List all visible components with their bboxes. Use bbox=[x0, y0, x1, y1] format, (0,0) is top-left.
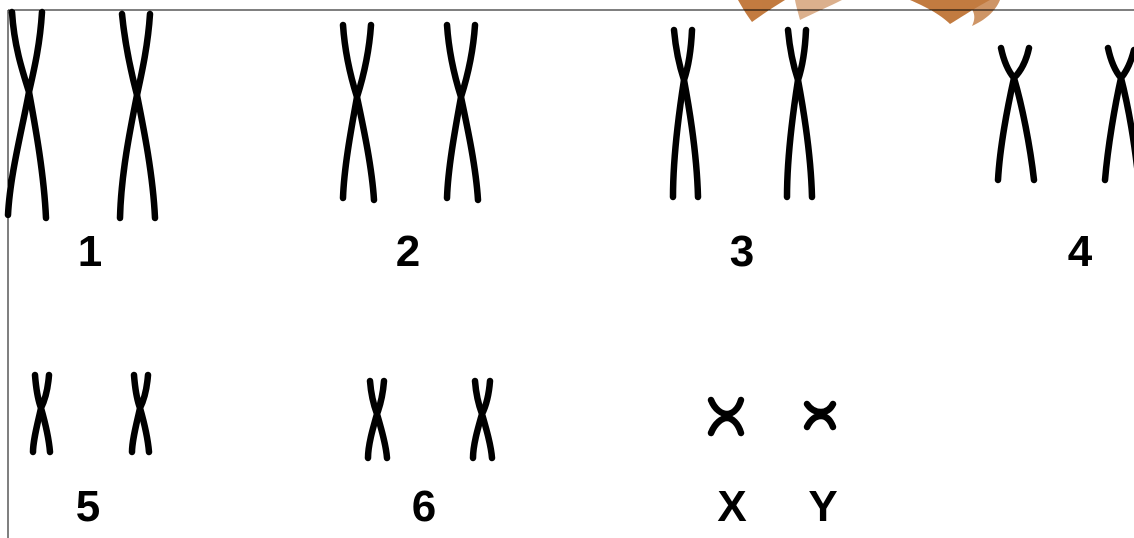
chromosome-6a bbox=[364, 377, 391, 462]
chromosome-4b bbox=[1101, 44, 1134, 184]
chromosome-y bbox=[803, 400, 837, 431]
chromosome-1a bbox=[4, 8, 50, 222]
chromosome-2a bbox=[339, 21, 378, 204]
label-chromosome-2: 2 bbox=[396, 227, 420, 276]
watermark-logo bbox=[738, 0, 1000, 26]
label-chromosome-6: 6 bbox=[412, 482, 436, 531]
chromosome-3a bbox=[669, 26, 702, 201]
label-chromosome-y: Y bbox=[808, 482, 837, 531]
label-chromosome-x: X bbox=[717, 482, 746, 531]
chromosome-3b bbox=[783, 26, 816, 201]
label-chromosome-1: 1 bbox=[78, 227, 102, 276]
chromosome-4a bbox=[994, 44, 1038, 184]
label-chromosome-4: 4 bbox=[1068, 227, 1093, 276]
label-chromosome-5: 5 bbox=[76, 482, 100, 531]
chromosome-1b bbox=[116, 10, 159, 222]
chromosome-2b bbox=[443, 21, 482, 204]
chromosome-5b bbox=[128, 371, 153, 456]
chromosome-6b bbox=[469, 377, 496, 462]
chromosome-5a bbox=[29, 371, 54, 456]
chromosome-x bbox=[707, 396, 745, 437]
label-chromosome-3: 3 bbox=[730, 227, 754, 276]
